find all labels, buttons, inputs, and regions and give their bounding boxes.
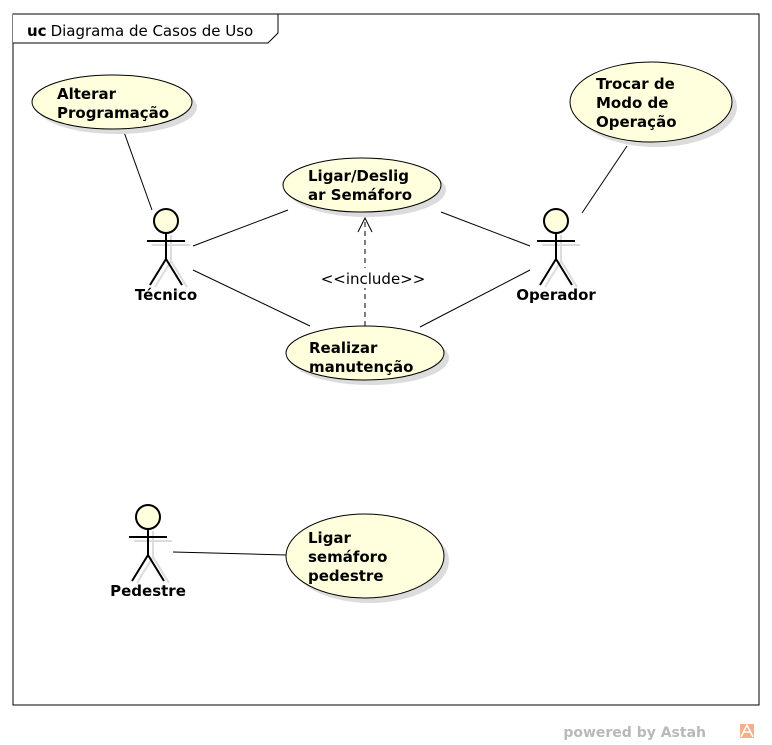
actor-stick-figure-icon [147,233,185,286]
use-case-label: Alterar Programação [57,85,169,122]
use-case-trocar-modo-operacao[interactable]: Trocar de Modo de Operação [569,61,737,147]
actor-pedestre[interactable]: Pedestre [110,504,186,600]
association-operador-manutencao [419,269,531,328]
association-operador-trocar-modo [581,145,628,214]
include-stereotype-label: <<include>> [321,270,426,288]
association-pedestre-ligar-semaforo [172,551,287,556]
use-case-label: Realizar manutenção [309,339,413,376]
use-case-label: Ligar semáforo pedestre [308,529,393,585]
diagram-frame [12,13,760,706]
frame-title-tab [13,13,279,44]
use-case-ligar-semaforo-pedestre[interactable]: Ligar semáforo pedestre [285,513,449,603]
actor-label: Operador [516,286,596,304]
actor-head-icon [135,504,161,530]
use-case-label: Trocar de Modo de Operação [596,75,680,131]
actor-tecnico[interactable]: Técnico [135,208,197,304]
associations [123,131,628,556]
watermark-text: powered by Astah [563,725,706,741]
include-dependency: <<include>> [318,216,428,326]
association-tecnico-ligar-desligar [192,209,289,247]
association-tecnico-manutencao [192,269,311,327]
include-label-bg [318,268,428,288]
use-case-label: Ligar/Deslig ar Semáforo [308,167,414,204]
actor-stick-figure-icon [537,233,575,286]
astah-watermark: powered by Astah [563,723,754,741]
actor-label: Técnico [135,286,197,304]
actor-head-icon [153,208,179,234]
association-operador-ligar-desligar [440,211,531,247]
actor-head-icon [543,208,569,234]
actor-operador[interactable]: Operador [516,208,596,304]
use-case-alterar-programacao[interactable]: Alterar Programação [31,74,197,134]
astah-logo-icon [740,723,754,738]
actor-label: Pedestre [110,582,186,600]
use-case-realizar-manutencao[interactable]: Realizar manutenção [285,325,449,385]
association-tecnico-alterar [123,131,153,211]
actor-stick-figure-icon [129,529,167,582]
use-case-ligar-desligar-semaforo[interactable]: Ligar/Deslig ar Semáforo [282,157,446,217]
